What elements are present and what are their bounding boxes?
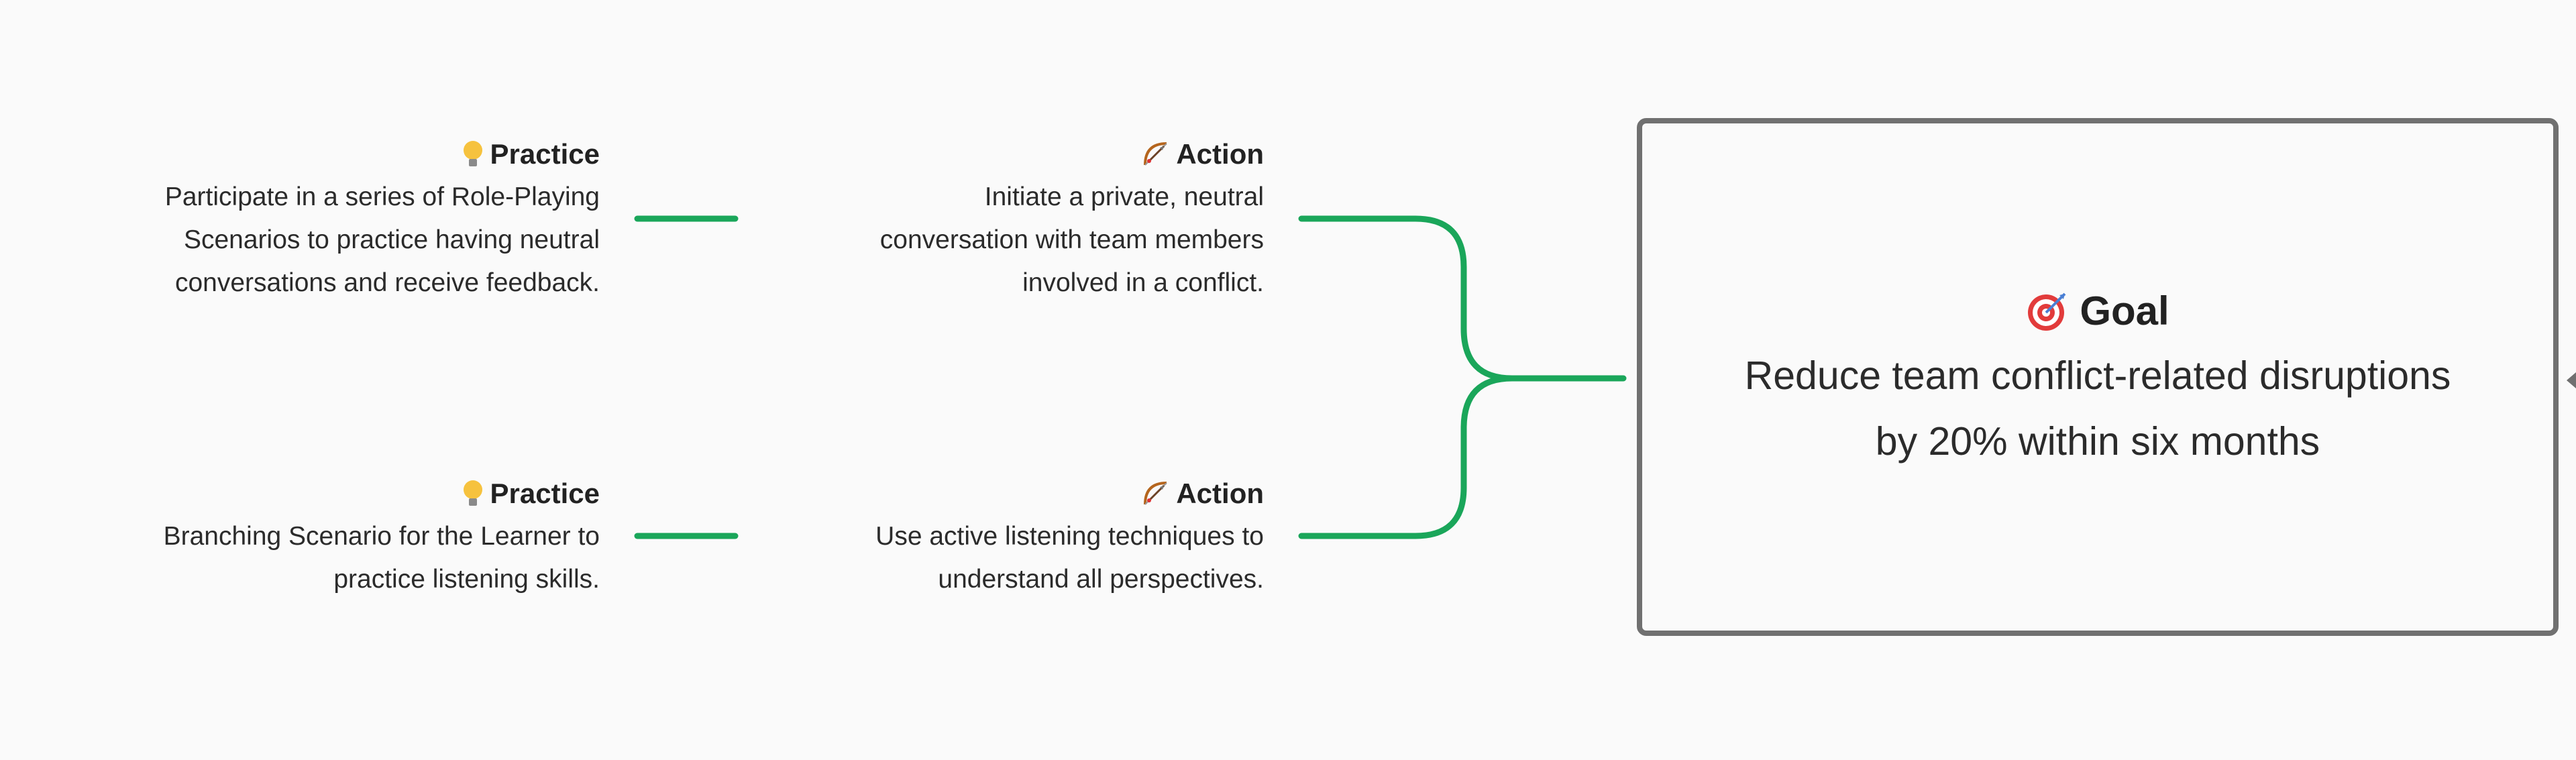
practice-node-1[interactable]: Practice Participate in a series of Role…: [165, 133, 600, 305]
bow-and-arrow-icon: [1141, 478, 1171, 507]
action-description: Initiate a private, neutral conversation…: [879, 182, 1264, 297]
link-action-1-goal: [1298, 215, 1627, 382]
practice-heading: Practice: [165, 133, 600, 176]
edge-arrow-icon: [2567, 372, 2576, 388]
goal-node[interactable]: Goal Reduce team conflict-related disrup…: [1637, 118, 2559, 636]
goal-heading: Goal: [2026, 280, 2169, 343]
goal-description: Reduce team conflict-related disruptions…: [1744, 354, 2451, 464]
lightbulb-icon: [463, 141, 482, 168]
practice-heading: Practice: [164, 472, 600, 515]
practice-description: Branching Scenario for the Learner to pr…: [163, 522, 600, 594]
practice-node-2[interactable]: Practice Branching Scenario for the Lear…: [164, 472, 600, 601]
action-heading: Action: [880, 133, 1264, 176]
action-description: Use active listening techniques to under…: [875, 522, 1264, 594]
action-node-1[interactable]: Action Initiate a private, neutral conve…: [880, 133, 1264, 305]
bow-and-arrow-icon: [1141, 138, 1171, 168]
practice-description: Participate in a series of Role-Playing …: [164, 182, 600, 297]
action-node-2[interactable]: Action Use active listening techniques t…: [875, 472, 1264, 601]
link-action-2-goal: [1298, 375, 1515, 539]
target-icon: [2026, 288, 2070, 332]
lightbulb-icon: [463, 480, 482, 507]
action-heading: Action: [875, 472, 1264, 515]
